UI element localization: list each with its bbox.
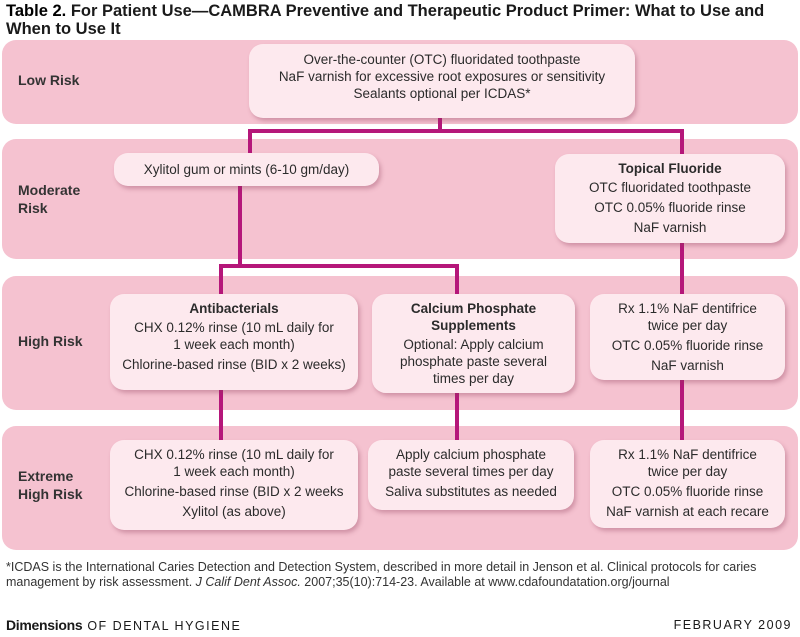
box-line: CHX 0.12% rinse (10 mL daily for [134, 320, 334, 335]
connector-to-fluoride [680, 129, 684, 155]
box-line: OTC 0.05% fluoride rinse [611, 338, 764, 353]
box-line: OTC 0.05% fluoride rinse [611, 484, 764, 499]
footnote-text-1: *ICDAS is the International Caries Detec… [6, 560, 757, 589]
connector-low-horizontal [248, 129, 684, 133]
row-label-moderate-risk: Moderate Risk [18, 181, 80, 217]
box-extreme-calcium-phosphate: Apply calcium phosphate paste several ti… [368, 440, 574, 510]
connector-mid-horizontal [219, 264, 459, 268]
box-line: Apply calcium phosphate [395, 447, 547, 462]
footer-publication: Dimensions OF DENTAL HYGIENE [6, 617, 241, 633]
table-number: Table 2. [6, 2, 67, 20]
connector-high-fluoride-down [680, 380, 684, 440]
box-high-fluoride: Rx 1.1% NaF dentifrice twice per day OTC… [590, 294, 785, 380]
footnote-journal: J Calif Dent Assoc. [195, 575, 301, 589]
box-line: Sealants optional per ICDAS* [353, 86, 531, 101]
box-line: Saliva substitutes as needed [385, 484, 557, 499]
box-line: OTC fluoridated toothpaste [588, 180, 752, 195]
box-line: Rx 1.1% NaF dentifrice [618, 301, 757, 316]
footer-brand-rest: OF DENTAL HYGIENE [82, 619, 242, 633]
box-line: Rx 1.1% NaF dentifrice [618, 447, 757, 462]
footer-date: FEBRUARY 2009 [673, 618, 792, 632]
box-line: Over-the-counter (OTC) fluoridated tooth… [303, 52, 581, 67]
row-label-extreme-risk: Extreme High Risk [18, 467, 83, 503]
connector-xylitol-down [238, 185, 242, 267]
box-line: phosphate paste several [399, 354, 548, 369]
footnote-text-2: 2007;35(10):714-23. Available at www.cda… [300, 575, 670, 589]
box-line: twice per day [647, 318, 728, 333]
box-line: Chlorine-based rinse (BID x 2 weeks [124, 484, 344, 499]
connector-fluoride-down [680, 243, 684, 295]
box-heading: Topical Fluoride [618, 161, 722, 176]
box-heading: Antibacterials [189, 301, 279, 316]
table-title-text: For Patient Use—CAMBRA Preventive and Th… [6, 2, 765, 38]
box-line: Chlorine-based rinse (BID x 2 weeks) [122, 357, 346, 372]
box-line: OTC 0.05% fluoride rinse [594, 200, 746, 215]
connector-to-xylitol [248, 129, 252, 153]
row-label-moderate-line2: Risk [18, 200, 48, 216]
box-line: NaF varnish for excessive root exposures… [278, 69, 606, 84]
box-line: NaF varnish [633, 220, 707, 235]
connector-antibacterials-down [219, 390, 223, 440]
row-label-low-risk: Low Risk [18, 72, 80, 88]
box-line: Optional: Apply calcium [403, 337, 544, 352]
box-line: twice per day [647, 464, 728, 479]
box-heading: Supplements [431, 318, 516, 333]
box-line: 1 week each month) [173, 337, 295, 352]
box-extreme-antibacterials: CHX 0.12% rinse (10 mL daily for 1 week … [110, 440, 358, 530]
box-line: paste several times per day [388, 464, 554, 479]
box-line: NaF varnish at each recare [606, 504, 769, 519]
connector-to-calcium [455, 264, 459, 294]
box-line: 1 week each month) [173, 464, 295, 479]
connector-calcium-down [455, 393, 459, 440]
box-moderate-xylitol: Xylitol gum or mints (6-10 gm/day) [114, 153, 379, 186]
box-line: CHX 0.12% rinse (10 mL daily for [134, 447, 334, 462]
connector-to-antibacterials [219, 264, 223, 294]
row-label-high-risk: High Risk [18, 333, 83, 349]
row-label-moderate-line1: Moderate [18, 182, 81, 198]
connector-low-down [438, 118, 442, 132]
box-moderate-topical-fluoride: Topical Fluoride OTC fluoridated toothpa… [555, 154, 785, 243]
box-line: Xylitol gum or mints (6-10 gm/day) [143, 162, 350, 177]
box-extreme-fluoride: Rx 1.1% NaF dentifrice twice per day OTC… [590, 440, 785, 528]
row-label-extreme-line2: High Risk [18, 486, 83, 502]
box-line: times per day [432, 371, 515, 386]
table-title: Table 2. For Patient Use—CAMBRA Preventi… [6, 2, 796, 38]
box-line: NaF varnish [651, 358, 724, 373]
box-high-antibacterials: Antibacterials CHX 0.12% rinse (10 mL da… [110, 294, 358, 390]
footer-brand: Dimensions [6, 617, 83, 633]
footnote: *ICDAS is the International Caries Detec… [6, 560, 786, 590]
box-line: Xylitol (as above) [182, 504, 286, 519]
box-heading: Calcium Phosphate [410, 301, 537, 316]
box-high-calcium-phosphate: Calcium Phosphate Supplements Optional: … [372, 294, 575, 393]
box-low-risk-products: Over-the-counter (OTC) fluoridated tooth… [249, 44, 635, 118]
row-label-extreme-line1: Extreme [18, 468, 74, 484]
